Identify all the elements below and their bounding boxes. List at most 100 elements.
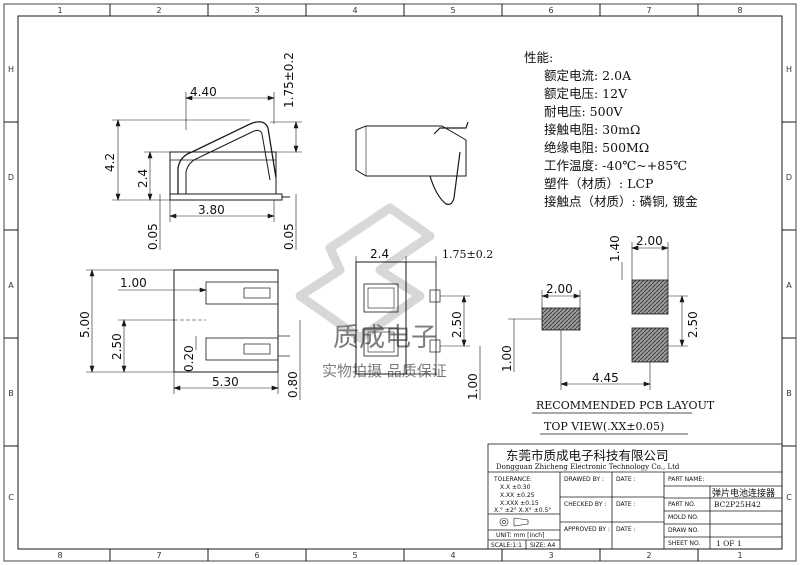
company-name-cn: 东莞市质成电子科技有限公司 [506, 448, 669, 463]
pcb-layout [541, 279, 669, 363]
dim-pcb-pitch: 2.50 [686, 311, 700, 338]
grid-bottom-numbers: 8 7 6 5 4 3 2 1 [57, 551, 742, 560]
size-label: SIZE: A4 [530, 542, 556, 549]
spec-line: 塑件（材质）: LCP [544, 176, 653, 191]
pcb-layout-dims [508, 242, 688, 390]
grid-bottom-8: 8 [57, 551, 62, 560]
part-no-value: BC2P25H42 [714, 500, 761, 509]
grid-right-d: D [786, 173, 792, 182]
dim-top-width: 5.30 [212, 375, 239, 389]
watermark-logo-icon [295, 203, 435, 343]
mold-no-label: MOLD NO. [668, 514, 699, 521]
tolerance-x: X.X ±0.30 [500, 484, 531, 491]
dim-mid-top: 1.75±0.2 [442, 248, 493, 261]
grid-bottom-6: 6 [254, 551, 259, 560]
tolerance-angle: X.° ±2° X.X° ±0.5° [494, 507, 551, 514]
dim-pcb-pad-width: 2.00 [636, 234, 663, 248]
tolerance-label: TOLERANCE: [493, 476, 532, 483]
grid-left-a: A [8, 281, 14, 290]
part-name-label: PART NAME: [668, 476, 704, 483]
company-name-en: Dongguan Zhicheng Electronic Technology … [496, 463, 680, 471]
pcb-pad-right-bottom [631, 327, 669, 363]
spec-line: 额定电压: 12V [544, 86, 628, 101]
spec-line: 耐电压: 500V [544, 104, 624, 119]
date-label-1: DATE : [616, 476, 636, 483]
pcb-pad-left [541, 307, 581, 331]
unit-label: UNIT: mm [inch] [496, 532, 544, 539]
grid-top-1: 1 [57, 6, 62, 15]
grid-bottom-5: 5 [352, 551, 357, 560]
dim-top-gap: 2.50 [110, 333, 124, 360]
dim-top-pad: 0.20 [182, 345, 196, 372]
scale-label: SCALE:1:1 [491, 542, 522, 549]
grid-bottom-7: 7 [156, 551, 161, 560]
tolerance-xxx: X.XXX ±0.15 [500, 500, 539, 507]
spec-block: 性能: 额定电流: 2.0A 额定电压: 12V 耐电压: 500V 接触电阻:… [524, 50, 698, 209]
spec-line: 额定电流: 2.0A [544, 68, 632, 83]
dim-mid-pitch: 2.50 [450, 311, 464, 338]
side-view [169, 121, 290, 201]
dim-top-bottom: 0.80 [286, 371, 300, 398]
grid-bottom-1: 1 [737, 551, 742, 560]
grid-left-c: C [8, 493, 14, 502]
spec-line: 接触点（材质）: 磷铜, 镀金 [544, 194, 698, 209]
date-label-2: DATE : [616, 501, 636, 508]
dim-side-width: 4.40 [190, 85, 217, 99]
dim-mid-bottom-left: 1.00 [466, 373, 480, 400]
isometric-view [355, 121, 469, 205]
dim-side-inner: 2.4 [136, 169, 150, 188]
part-name-value: 弹片电池连接器 [712, 487, 775, 499]
approved-by-label: APPROVED BY : [564, 526, 610, 533]
tolerance-xx: X.XX ±0.25 [500, 492, 535, 499]
watermark: 质成电子 实物拍摄 品质保证 [295, 203, 447, 380]
dim-pcb-pad-height: 1.40 [608, 235, 622, 262]
grid-top-6: 6 [548, 6, 553, 15]
side-view-dims [112, 92, 302, 250]
grid-top-5: 5 [450, 6, 455, 15]
dim-side-height: 4.2 [103, 153, 117, 172]
grid-right-c: C [786, 493, 792, 502]
top-view [173, 269, 290, 373]
grid-right-letters: H D A B C [786, 65, 792, 502]
grid-left-letters: H D A B C [8, 65, 14, 502]
sheet-frame [3, 3, 797, 562]
dim-mid-width: 2.4 [370, 247, 389, 261]
sheet-no-label: SHEET NO. [668, 540, 700, 547]
watermark-slogan: 实物拍摄 品质保证 [322, 362, 447, 380]
spec-line: 工作温度: -40℃~+85℃ [544, 158, 687, 173]
part-no-label: PART NO. [668, 501, 696, 508]
sheet-no-value: 1 OF 1 [716, 539, 742, 548]
dim-pcb-left-offset: 1.00 [500, 345, 514, 372]
dim-pcb-span: 4.45 [592, 371, 619, 385]
dim-top-pitch: 1.00 [120, 276, 147, 290]
drawn-by-label: DRAWED BY : [564, 476, 604, 483]
top-view-label: TOP VIEW(.XX±0.05) [544, 420, 664, 433]
checked-by-label: CHECKED BY : [564, 501, 606, 508]
pcb-layout-label: RECOMMENDED PCB LAYOUT [536, 399, 715, 412]
date-label-3: DATE : [616, 526, 636, 533]
grid-bottom-3: 3 [548, 551, 553, 560]
grid-top-8: 8 [737, 6, 742, 15]
grid-top-4: 4 [352, 6, 357, 15]
grid-top-3: 3 [254, 6, 259, 15]
projection-symbol-icon [499, 517, 529, 527]
dim-side-left-foot: 0.05 [146, 223, 160, 250]
spec-line: 绝缘电阻: 500MΩ [544, 140, 649, 155]
grid-right-h: H [786, 65, 792, 74]
watermark-brand: 质成电子 [333, 323, 437, 353]
grid-top-2: 2 [156, 6, 161, 15]
grid-bottom-2: 2 [646, 551, 651, 560]
grid-top-numbers: 1 2 3 4 5 6 7 8 [57, 6, 742, 15]
grid-top-7: 7 [646, 6, 651, 15]
grid-left-d: D [8, 173, 14, 182]
dim-pcb-left-width: 2.00 [546, 282, 573, 296]
spec-line: 接触电阻: 30mΩ [544, 122, 640, 137]
grid-left-h: H [8, 65, 14, 74]
dim-side-right-foot: 0.05 [282, 223, 296, 250]
grid-right-a: A [786, 281, 792, 290]
front-view-dims [355, 256, 481, 400]
top-view-dims [86, 269, 301, 400]
grid-bottom-4: 4 [450, 551, 455, 560]
spec-title: 性能: [524, 50, 553, 65]
